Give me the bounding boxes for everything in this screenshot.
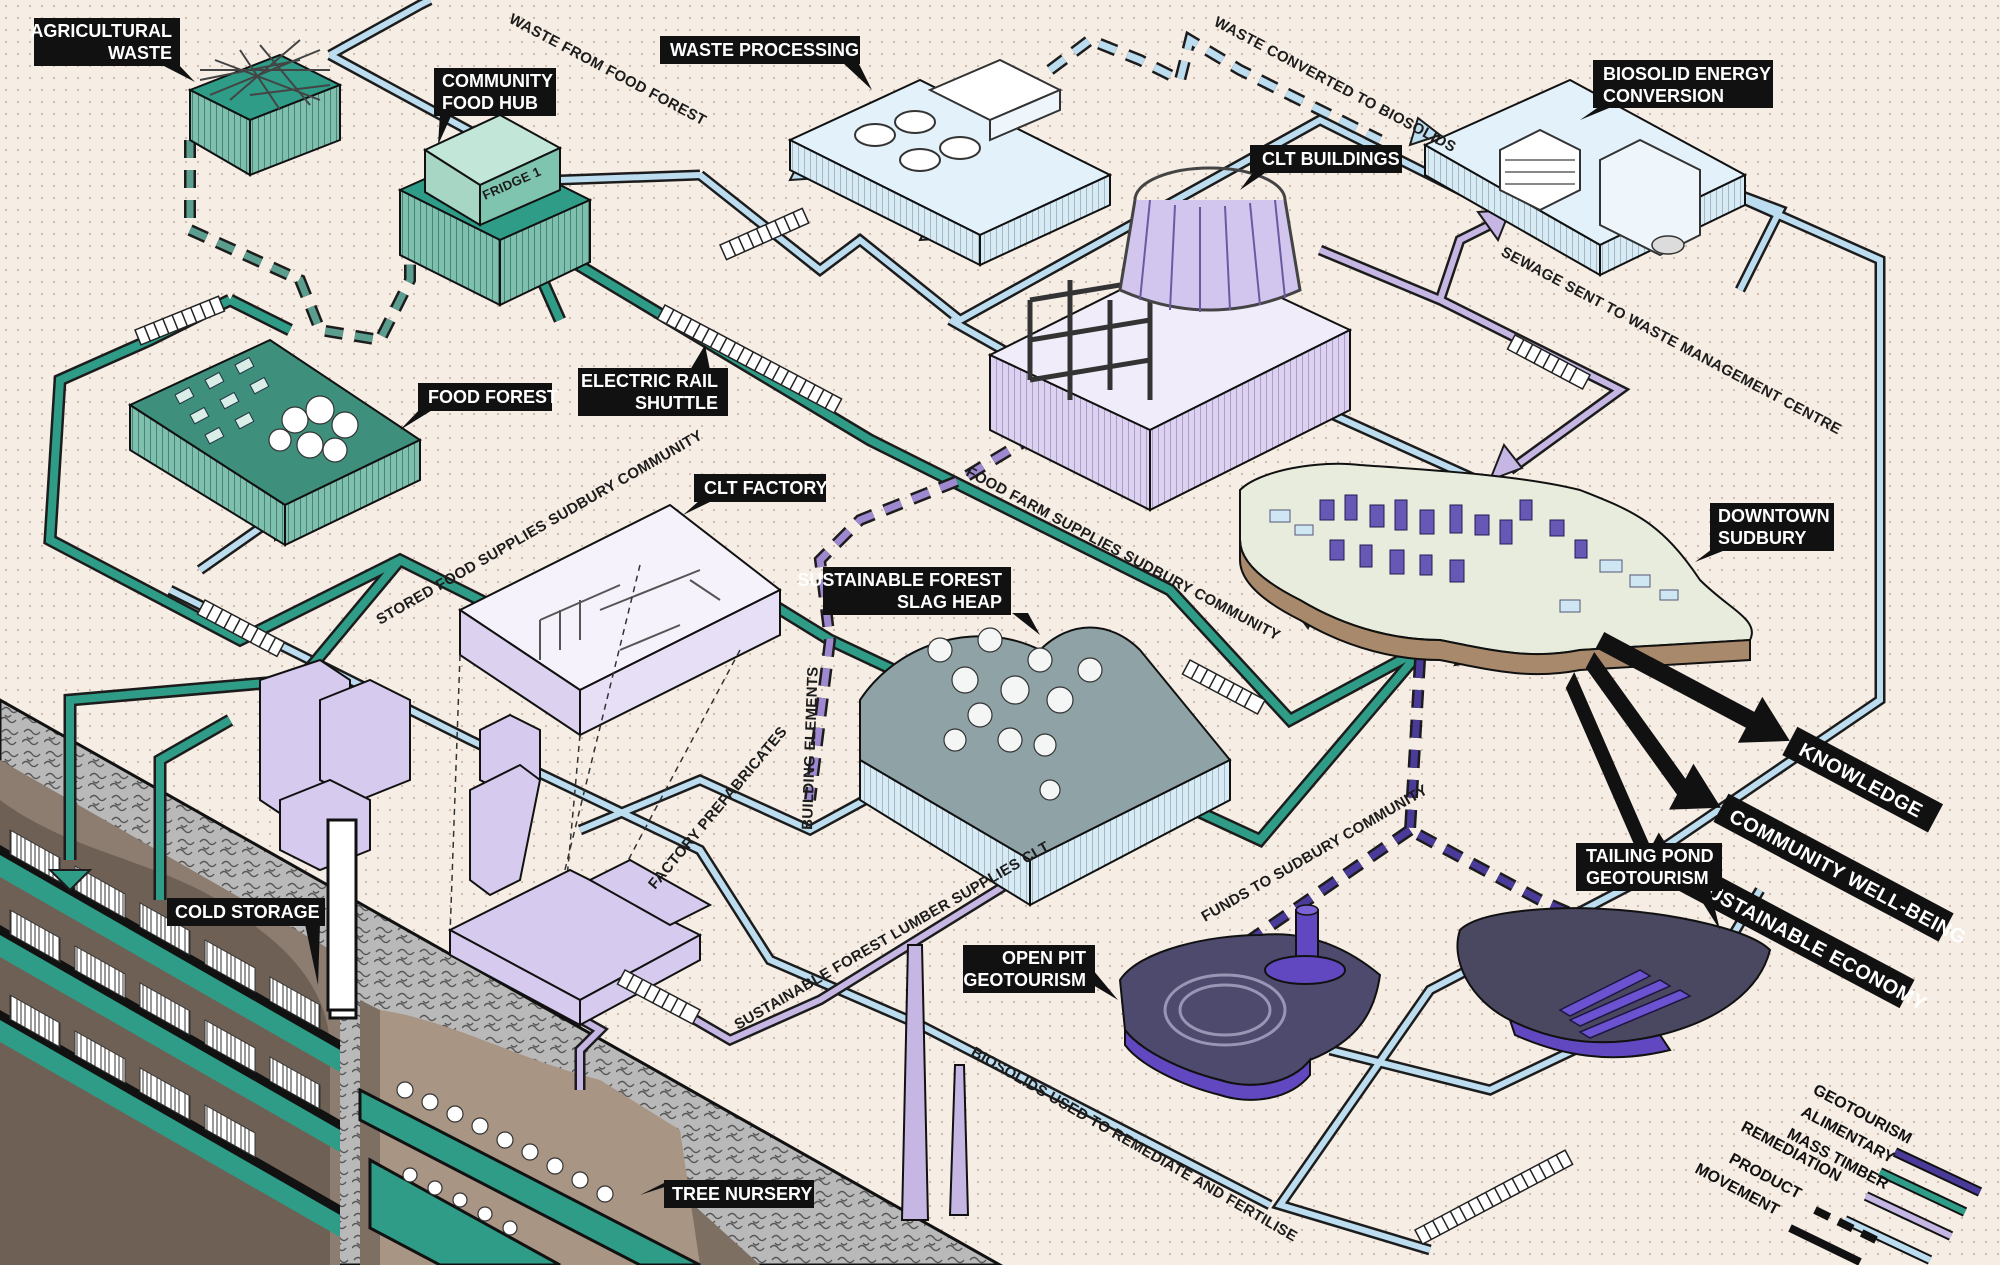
- svg-text:ELECTRIC RAIL: ELECTRIC RAIL: [581, 371, 718, 391]
- building-agricultural-waste: [187, 39, 343, 177]
- svg-text:OPEN PIT: OPEN PIT: [1002, 948, 1086, 968]
- site-open-pit: [1118, 904, 1382, 1101]
- svg-text:FOOD HUB: FOOD HUB: [442, 93, 538, 113]
- svg-text:TREE NURSERY: TREE NURSERY: [672, 1184, 812, 1204]
- building-biosolid-energy: [1422, 78, 1748, 277]
- callout-labels: AGRICULTURAL WASTE COMMUNITY FOOD HUB WA…: [30, 18, 1834, 1208]
- output-knowledge: KNOWLEDGE: [1795, 739, 1926, 823]
- label-tailing-pond: TAILING POND GEOTOURISM: [1576, 843, 1722, 930]
- svg-text:SUSTAINABLE FOREST: SUSTAINABLE FOREST: [797, 570, 1002, 590]
- label-tree-nursery: TREE NURSERY: [640, 1180, 814, 1208]
- label-electric-rail: ELECTRIC RAIL SHUTTLE: [578, 345, 728, 416]
- path-lumber: SUSTAINABLE FOREST LUMBER SUPPLIES CLT: [732, 838, 1053, 1033]
- path-sewage: SEWAGE SENT TO WASTE MANAGEMENT CENTRE: [1498, 244, 1844, 439]
- building-clt-factory: [449, 503, 782, 956]
- label-clt-buildings: CLT BUILDINGS: [1240, 145, 1402, 190]
- building-slag-heap: [859, 626, 1232, 907]
- label-community-food-hub: COMMUNITY FOOD HUB: [434, 68, 556, 145]
- label-agricultural-waste: AGRICULTURAL WASTE: [30, 18, 195, 82]
- svg-text:SHUTTLE: SHUTTLE: [635, 393, 718, 413]
- rail-shuttles: [134, 207, 1592, 1246]
- label-food-forest: FOOD FOREST: [400, 383, 558, 430]
- building-waste-processing: [787, 58, 1113, 267]
- site-tailing-pond: [1456, 907, 1772, 1059]
- svg-text:GEOTOURISM: GEOTOURISM: [963, 970, 1086, 990]
- svg-text:COMMUNITY: COMMUNITY: [442, 71, 553, 91]
- label-clt-factory: CLT FACTORY: [683, 474, 828, 515]
- path-funds: FUNDS TO SUDBURY COMMUNITY: [1199, 782, 1431, 926]
- legend: GEOTOURISM ALIMENTARY MASS TIMBER REMEDI…: [1692, 1082, 1983, 1265]
- svg-text:WASTE: WASTE: [108, 43, 172, 63]
- svg-text:CONVERSION: CONVERSION: [1603, 86, 1724, 106]
- svg-text:FOOD FOREST: FOOD FOREST: [428, 387, 558, 407]
- svg-text:BIOSOLID ENERGY: BIOSOLID ENERGY: [1603, 64, 1771, 84]
- label-sustainable-forest: SUSTAINABLE FOREST SLAG HEAP: [797, 567, 1040, 635]
- underground-cold-storage: [0, 698, 1004, 1265]
- svg-text:CLT FACTORY: CLT FACTORY: [704, 478, 828, 498]
- svg-text:AGRICULTURAL: AGRICULTURAL: [30, 21, 172, 41]
- svg-text:DOWNTOWN: DOWNTOWN: [1718, 506, 1830, 526]
- label-waste-processing: WASTE PROCESSING: [660, 36, 872, 90]
- building-clt: [987, 166, 1353, 512]
- path-building-elements: BUILDING ELEMENTS: [799, 666, 822, 830]
- map-downtown-sudbury: [1239, 462, 1753, 676]
- building-community-food-hub: FRIDGE 1: [397, 113, 593, 307]
- path-waste-converted: WASTE CONVERTED TO BIOSOLIDS: [1211, 14, 1459, 156]
- building-food-forest: [127, 338, 423, 547]
- svg-text:SUDBURY: SUDBURY: [1718, 528, 1806, 548]
- svg-text:TAILING POND: TAILING POND: [1586, 846, 1714, 866]
- svg-text:SLAG HEAP: SLAG HEAP: [897, 592, 1002, 612]
- svg-text:COLD STORAGE: COLD STORAGE: [175, 902, 320, 922]
- svg-text:GEOTOURISM: GEOTOURISM: [1586, 868, 1709, 888]
- building-factory-complex: [259, 658, 970, 1221]
- label-cold-storage: COLD STORAGE: [167, 898, 325, 985]
- svg-text:WASTE PROCESSING: WASTE PROCESSING: [670, 40, 859, 60]
- label-biosolid-energy: BIOSOLID ENERGY CONVERSION: [1580, 60, 1773, 120]
- label-open-pit: OPEN PIT GEOTOURISM: [963, 945, 1118, 1000]
- label-downtown: DOWNTOWN SUDBURY: [1695, 503, 1834, 562]
- svg-text:CLT BUILDINGS: CLT BUILDINGS: [1262, 149, 1400, 169]
